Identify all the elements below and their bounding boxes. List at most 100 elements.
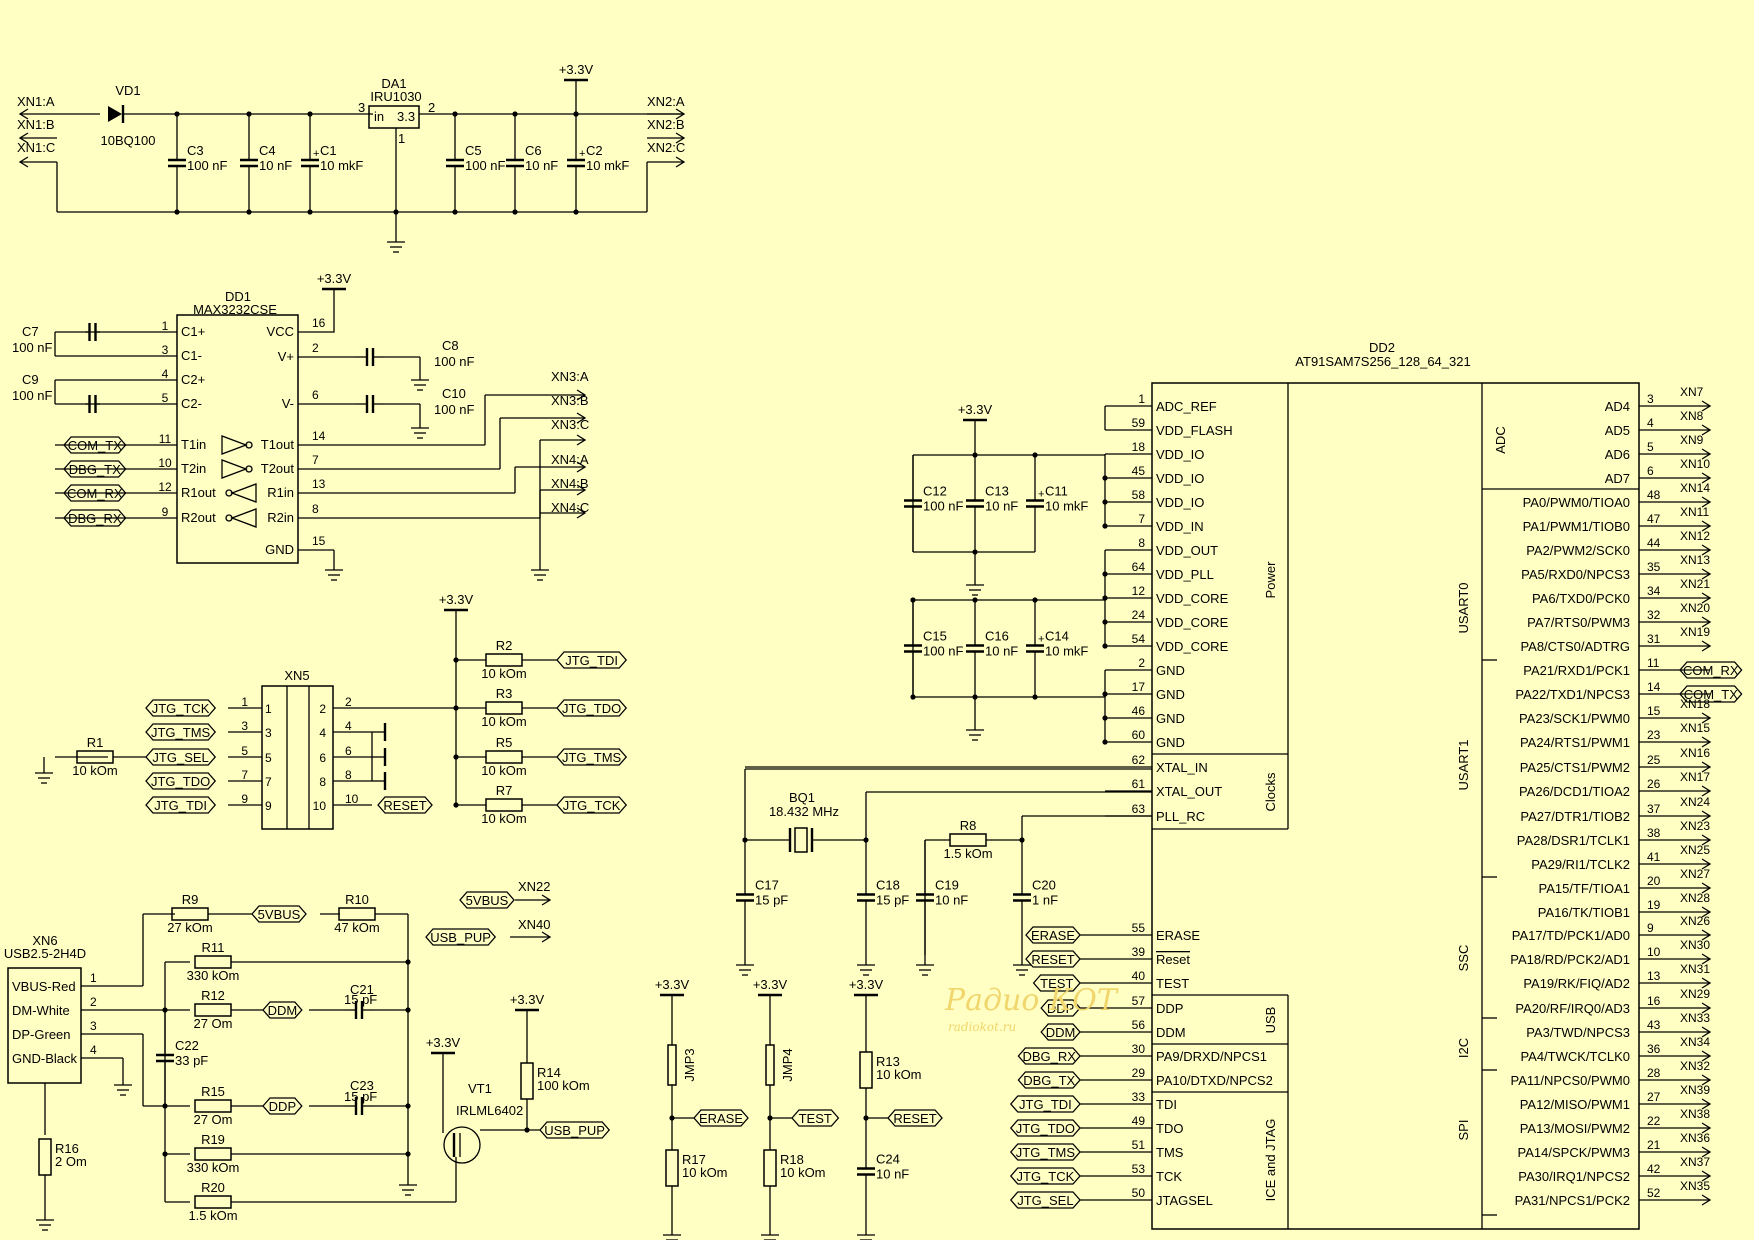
label: 13 (312, 477, 326, 491)
label: PA21/RXD1/PCK1 (1523, 663, 1630, 678)
wire (1701, 616, 1712, 628)
wire (1701, 929, 1712, 941)
label: PA2/PWM2/SCK0 (1526, 543, 1630, 558)
label: C10 (442, 386, 466, 401)
label: PA23/SCK1/PWM0 (1519, 711, 1630, 726)
wire (576, 412, 587, 424)
junction-dot (1102, 619, 1108, 625)
label: 5 (241, 744, 248, 758)
label: XN27 (1680, 867, 1710, 881)
capacitor-value: 100 nF (465, 158, 506, 173)
capacitor-value: 33 pF (175, 1053, 208, 1068)
label: JMP3 (682, 1048, 697, 1081)
label: 14 (1647, 680, 1661, 694)
label: 45 (1132, 464, 1146, 478)
power-rail-label: +3.3V (439, 592, 474, 607)
label: 34 (1647, 584, 1661, 598)
label: 10BQ100 (101, 133, 156, 148)
label: GND (1156, 735, 1185, 750)
label: 27 (1647, 1090, 1661, 1104)
junction-dot (405, 1103, 411, 1109)
power-rail-label: +3.3V (753, 977, 788, 992)
label: PLL_RC (1156, 809, 1205, 824)
net-label (556, 651, 628, 669)
label: VDD_FLASH (1156, 423, 1233, 438)
capacitor-ref: C12 (923, 484, 947, 499)
label: 3 (358, 100, 365, 115)
driver-gate (245, 441, 253, 449)
net-label (1009, 1143, 1081, 1161)
label: 30 (1132, 1042, 1146, 1056)
label: 1 (90, 971, 97, 985)
label: 29 (1132, 1066, 1146, 1080)
net-label-text: DDM (268, 1003, 298, 1018)
label: 41 (1647, 850, 1661, 864)
wire (1701, 592, 1712, 604)
net-label (1009, 1191, 1081, 1209)
label: 1 (162, 319, 169, 333)
wire (1701, 1074, 1712, 1086)
net-label (145, 748, 217, 766)
label: PA3/TWD/NPCS3 (1526, 1025, 1630, 1040)
label: XN10 (1680, 457, 1710, 471)
label: 53 (1132, 1162, 1146, 1176)
capacitor-ref: C16 (985, 629, 1009, 644)
label: VDD_IN (1156, 519, 1204, 534)
label: XN33 (1680, 1011, 1710, 1025)
junction-dot (1102, 691, 1108, 697)
wire (1701, 906, 1712, 918)
label: PA15/TF/TIOA1 (1538, 881, 1630, 896)
label: 56 (1132, 1018, 1146, 1032)
net-label-text: RESET (893, 1111, 936, 1126)
label: GND-Black (12, 1051, 78, 1066)
components (7, 78, 1743, 1240)
resistor-value: 47 kOm (334, 920, 380, 935)
resistor-ref: R13 (876, 1054, 900, 1069)
label: PA14/SPCK/PWM3 (1518, 1145, 1630, 1160)
label: T2out (261, 461, 295, 476)
net-label-text: DBG_RX (1022, 1049, 1076, 1064)
junction-dot (405, 1007, 411, 1013)
label: 50 (1132, 1186, 1146, 1200)
label: 63 (1132, 802, 1146, 816)
net-label-text: USB_PUP (430, 930, 491, 945)
net-label-text: JTG_TDO (1016, 1121, 1075, 1136)
label: T1out (261, 437, 295, 452)
resistor (763, 1149, 777, 1187)
resistor-value: 10 kOm (682, 1165, 728, 1180)
label: USART1 (1456, 739, 1471, 790)
capacitor-value: 10 nF (525, 158, 558, 173)
connector-label: XN1:A (17, 94, 55, 109)
label: 37 (1647, 802, 1661, 816)
resistor-ref: R11 (202, 940, 225, 955)
label: XN6 (32, 933, 57, 948)
net-label-text: JTG_SEL (1017, 1193, 1073, 1208)
wire (1701, 977, 1712, 989)
label: 35 (1647, 560, 1661, 574)
capacitor-value: 100 nF (923, 499, 964, 514)
label: 8 (312, 502, 319, 516)
label: 3 (90, 1019, 97, 1033)
resistor (38, 1138, 52, 1176)
label: XTAL_OUT (1156, 784, 1222, 799)
label: VDD_IO (1156, 447, 1204, 462)
label: 2 (345, 695, 352, 709)
watermark: Радио КОТ radiokot.ru (944, 983, 1119, 1034)
wire (1701, 882, 1712, 894)
label: USB (1263, 1007, 1278, 1034)
label: 100 nF (12, 340, 53, 355)
label: XN22 (518, 879, 551, 894)
resistor (520, 1062, 534, 1100)
wire (1701, 448, 1712, 460)
wire (675, 156, 686, 168)
capacitor-ref: C1 (320, 143, 337, 158)
label: DDP (1156, 1001, 1183, 1016)
junction-dot (1102, 739, 1108, 745)
label: 8 (345, 768, 352, 782)
label: 5 (1647, 440, 1654, 454)
driver-gate (221, 435, 248, 455)
wire (1701, 1098, 1712, 1110)
net-label (262, 1097, 303, 1115)
label: PA12/MISO/PWM1 (1520, 1097, 1630, 1112)
label: 17 (1132, 680, 1146, 694)
